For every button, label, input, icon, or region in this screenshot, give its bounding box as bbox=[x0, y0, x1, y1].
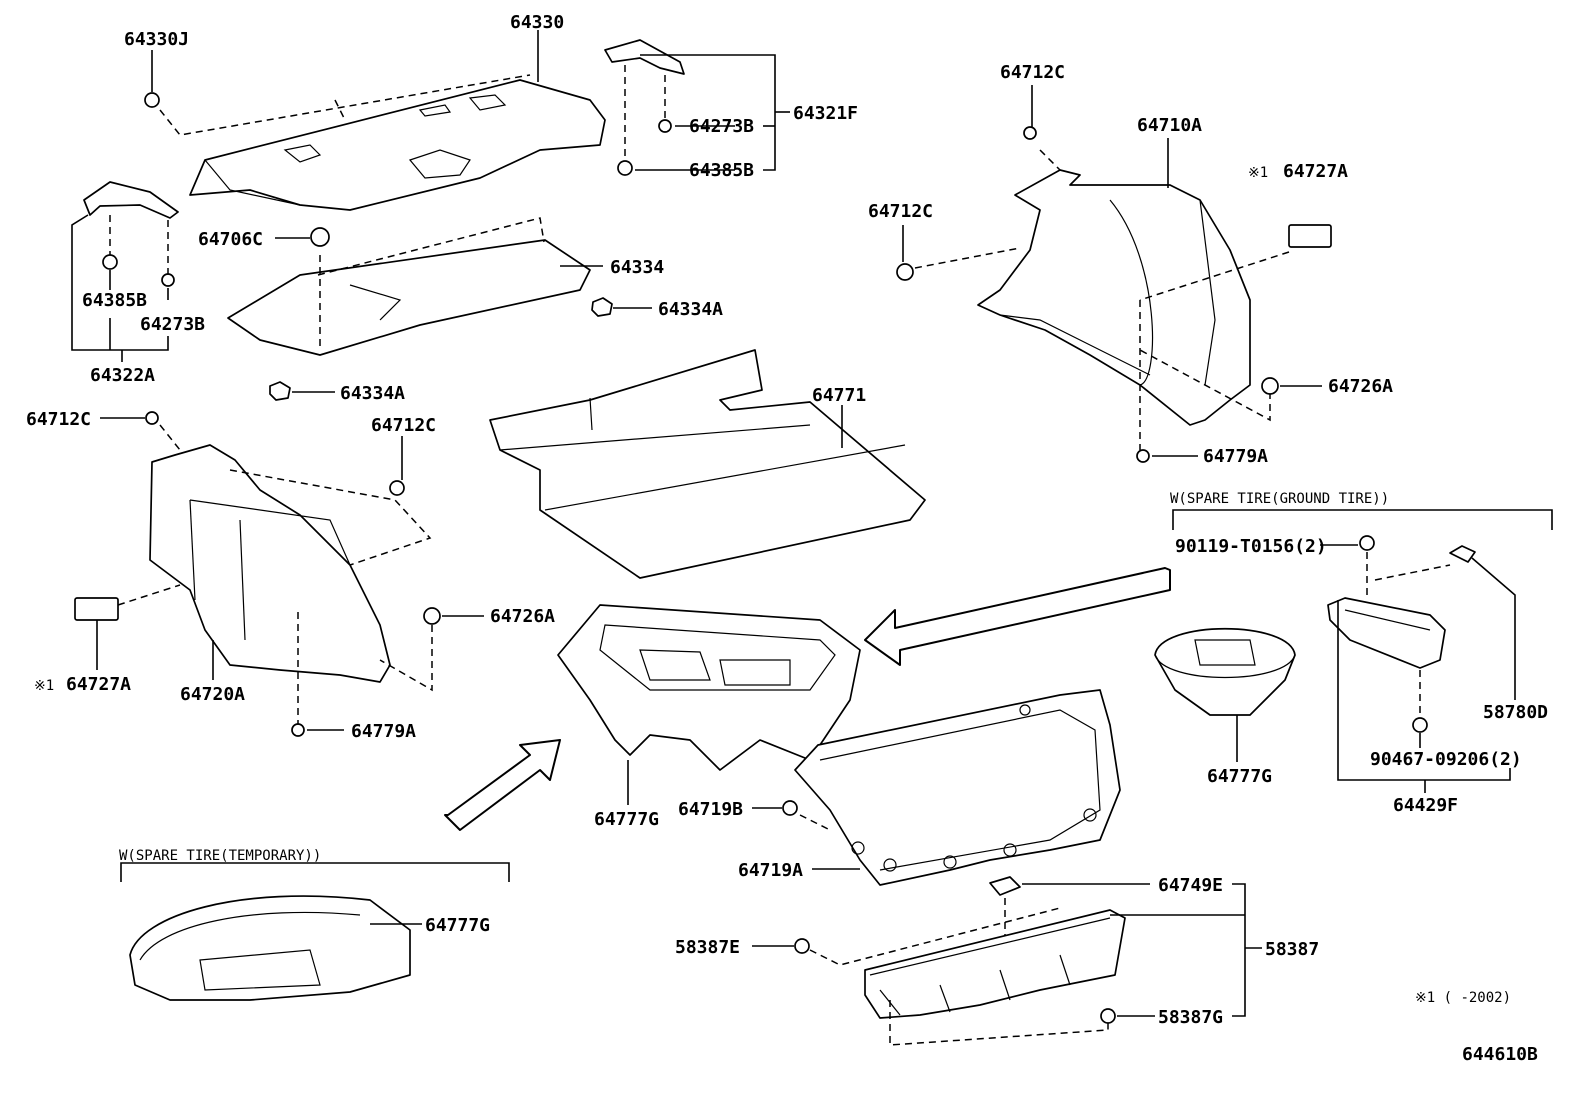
part-label-64706C[interactable]: 64706C bbox=[198, 229, 263, 250]
direction-arrow-up-icon bbox=[444, 739, 561, 831]
clip-64779A-left-icon bbox=[291, 723, 305, 737]
part-label-64334[interactable]: 64334 bbox=[610, 257, 664, 278]
temporary-tire-tray-part bbox=[129, 895, 411, 1001]
clip-58780D-icon bbox=[1449, 545, 1476, 563]
door-trim-part bbox=[794, 689, 1121, 886]
diagram-code: 644610B bbox=[1462, 1044, 1538, 1065]
part-label-64720A[interactable]: 64720A bbox=[180, 684, 245, 705]
footnote-mark-right: ※1 bbox=[1248, 165, 1268, 181]
part-label-64726A-right[interactable]: 64726A bbox=[1328, 376, 1393, 397]
part-label-58387G[interactable]: 58387G bbox=[1158, 1007, 1223, 1028]
pad-64727A-left-icon bbox=[74, 597, 119, 621]
luggage-mat-part bbox=[489, 349, 926, 579]
clip-64726A-left-icon bbox=[423, 607, 441, 625]
hinge-cover-left-part bbox=[83, 181, 179, 219]
bolt-90119-icon bbox=[1359, 535, 1375, 551]
clip-58387G-icon bbox=[1100, 1008, 1116, 1024]
part-label-64334A-right[interactable]: 64334A bbox=[658, 299, 723, 320]
pad-64334A-left-icon bbox=[269, 381, 291, 401]
part-label-64273B-top[interactable]: 64273B bbox=[689, 116, 754, 137]
footnote-text: ※1 ( -2002) bbox=[1415, 990, 1511, 1006]
part-label-64719A[interactable]: 64719A bbox=[738, 860, 803, 881]
clip-64706C-icon bbox=[310, 227, 330, 247]
part-label-64385B-top[interactable]: 64385B bbox=[689, 160, 754, 181]
part-label-64712C-center[interactable]: 64712C bbox=[371, 415, 436, 436]
clip-64719B-icon bbox=[782, 800, 798, 816]
part-label-64385B-left[interactable]: 64385B bbox=[82, 290, 147, 311]
leader-64330J bbox=[159, 74, 531, 136]
part-label-58780D[interactable]: 58780D bbox=[1483, 702, 1548, 723]
sill-plate-part bbox=[864, 909, 1126, 1019]
clip-64712C-top-icon bbox=[1023, 126, 1037, 140]
part-label-64330[interactable]: 64330 bbox=[510, 12, 564, 33]
clip-64385B-left-icon bbox=[102, 254, 118, 270]
part-label-64719B[interactable]: 64719B bbox=[678, 799, 743, 820]
bolt-90467-icon bbox=[1412, 717, 1428, 733]
left-side-trim-part bbox=[149, 444, 391, 683]
part-label-64334A-left[interactable]: 64334A bbox=[340, 383, 405, 404]
hinge-cover-top-part bbox=[604, 39, 685, 75]
clip-64330J-icon bbox=[144, 92, 160, 108]
part-label-58387[interactable]: 58387 bbox=[1265, 939, 1319, 960]
part-label-64726A-left[interactable]: 64726A bbox=[490, 606, 555, 627]
part-label-64322A[interactable]: 64322A bbox=[90, 365, 155, 386]
part-label-64777G-temporary[interactable]: 64777G bbox=[425, 915, 490, 936]
package-tray-part bbox=[189, 79, 606, 211]
part-label-64749E[interactable]: 64749E bbox=[1158, 875, 1223, 896]
clip-64779A-right-icon bbox=[1136, 449, 1150, 463]
ground-tire-header: W(SPARE TIRE(GROUND TIRE)) bbox=[1170, 491, 1389, 507]
part-label-64712C-left[interactable]: 64712C bbox=[26, 409, 91, 430]
part-label-64727A-right[interactable]: 64727A bbox=[1283, 161, 1348, 182]
ground-tire-tray-part bbox=[1154, 628, 1296, 716]
part-label-90119-T0156[interactable]: 90119-T0156(2) bbox=[1175, 536, 1327, 557]
clip-64385B-top-icon bbox=[617, 160, 633, 176]
part-label-58387E[interactable]: 58387E bbox=[675, 937, 740, 958]
right-side-trim-part bbox=[977, 169, 1251, 426]
part-label-64727A-left[interactable]: 64727A bbox=[66, 674, 131, 695]
pad-64727A-right-icon bbox=[1288, 224, 1332, 248]
part-label-64779A-left[interactable]: 64779A bbox=[351, 721, 416, 742]
clip-64712C-center-icon bbox=[389, 480, 405, 496]
part-label-90467-09206[interactable]: 90467-09206(2) bbox=[1370, 749, 1522, 770]
part-label-64777G-ground[interactable]: 64777G bbox=[1207, 766, 1272, 787]
part-label-64771[interactable]: 64771 bbox=[812, 385, 866, 406]
clip-64273B-left-icon bbox=[161, 273, 175, 287]
part-label-64330J[interactable]: 64330J bbox=[124, 29, 189, 50]
temporary-tire-header: W(SPARE TIRE(TEMPORARY)) bbox=[119, 848, 321, 864]
clip-58387E-icon bbox=[794, 938, 810, 954]
part-label-64712C-top[interactable]: 64712C bbox=[1000, 62, 1065, 83]
jack-holder-part bbox=[1327, 597, 1446, 669]
part-label-64779A-right[interactable]: 64779A bbox=[1203, 446, 1268, 467]
footnote-mark-left: ※1 bbox=[34, 678, 54, 694]
pad-64334A-right-icon bbox=[591, 297, 613, 317]
clip-64726A-right-icon bbox=[1261, 377, 1279, 395]
direction-arrow-left-icon bbox=[864, 567, 1171, 666]
part-label-64273B-left[interactable]: 64273B bbox=[140, 314, 205, 335]
clip-64273B-top-icon bbox=[658, 119, 672, 133]
spare-tire-tray-part bbox=[557, 604, 861, 771]
clip-64712C-left-icon bbox=[145, 411, 159, 425]
clip-64749E-icon bbox=[989, 876, 1021, 896]
part-label-64712C-mid[interactable]: 64712C bbox=[868, 201, 933, 222]
part-label-64429F[interactable]: 64429F bbox=[1393, 795, 1458, 816]
tray-mat-part bbox=[227, 239, 591, 356]
part-label-64321F[interactable]: 64321F bbox=[793, 103, 858, 124]
part-label-64710A[interactable]: 64710A bbox=[1137, 115, 1202, 136]
part-label-64777G-center[interactable]: 64777G bbox=[594, 809, 659, 830]
clip-64712C-mid-icon bbox=[896, 263, 914, 281]
